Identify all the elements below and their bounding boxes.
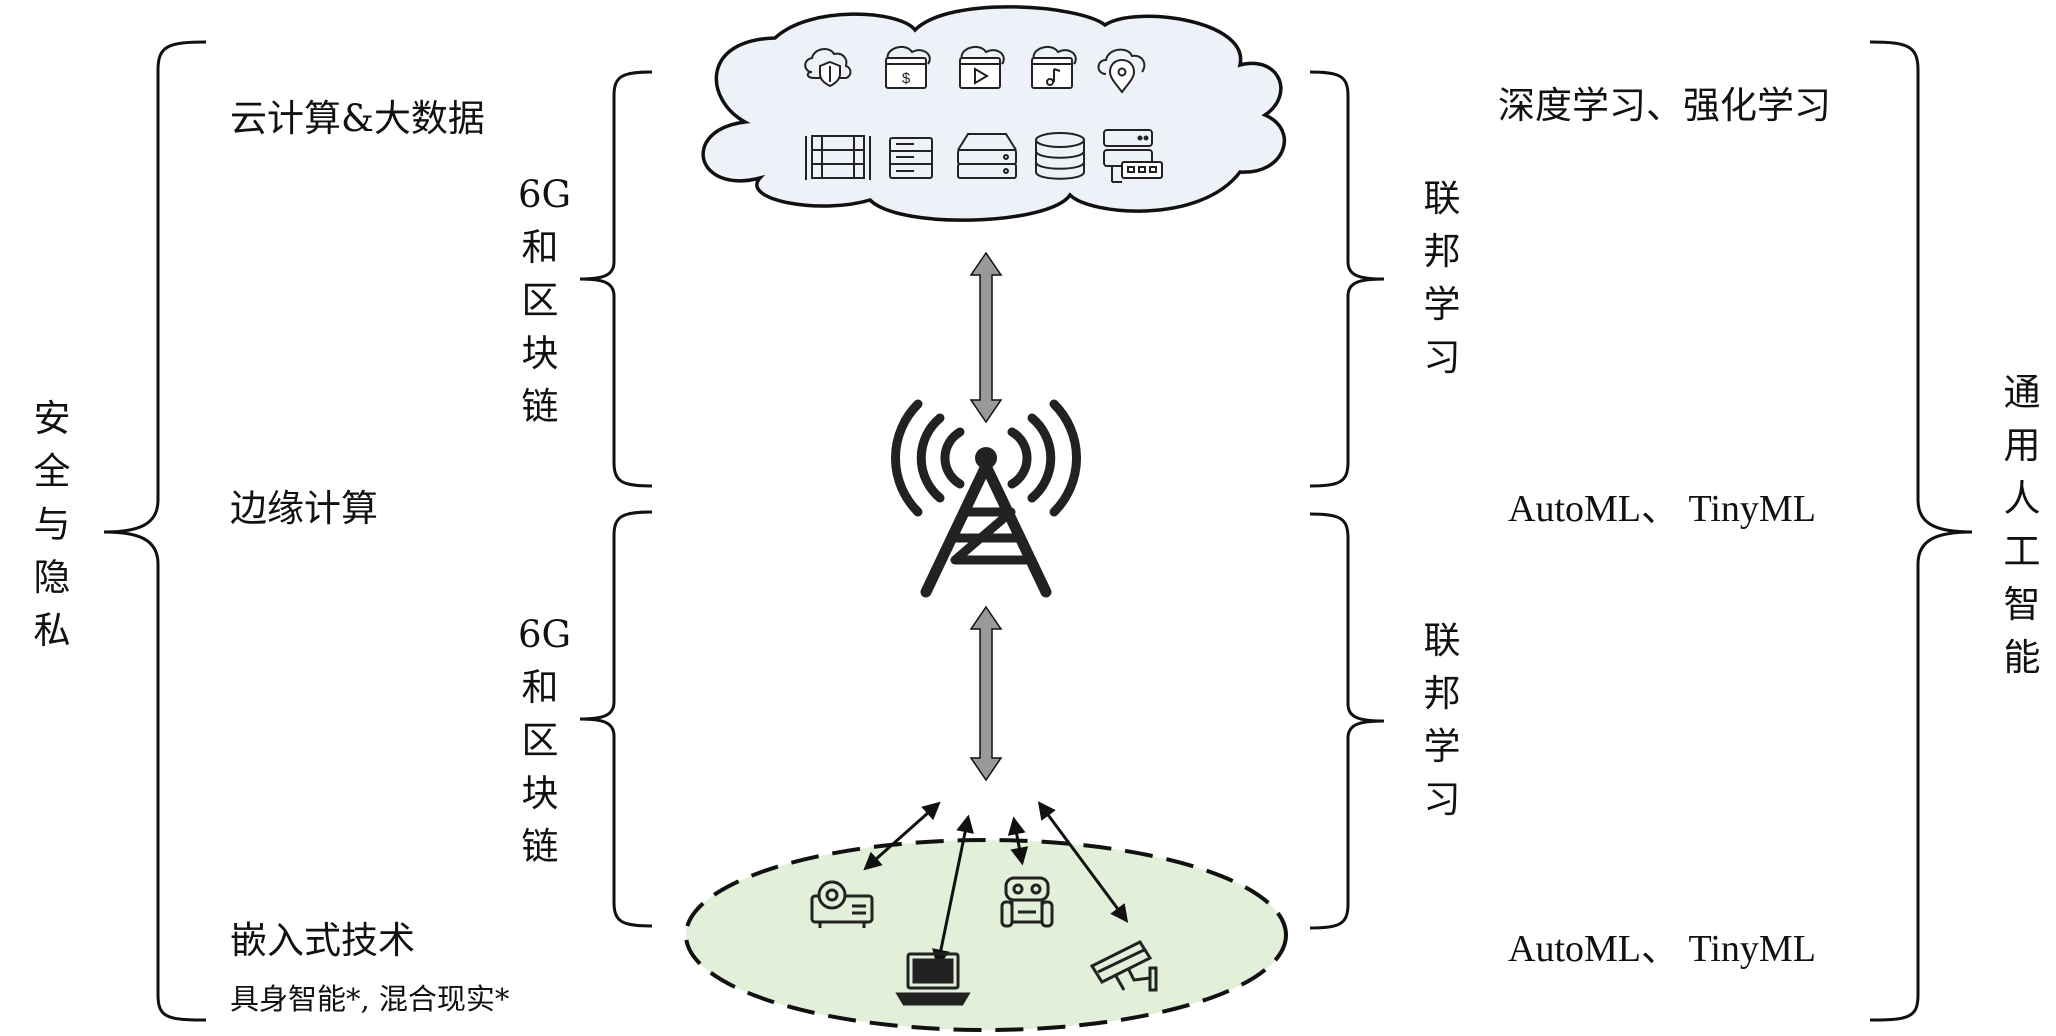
automl-tinyml-label-mid: AutoML、 TinyML [1508, 488, 1816, 530]
vertical-label-char: 块 [521, 332, 559, 375]
right-inner-brace-top [1309, 70, 1385, 488]
location-cloud-icon [1097, 48, 1146, 94]
vertical-label-char: 链 [521, 825, 559, 868]
cloud-shape [701, 5, 1286, 222]
device-arrows [863, 801, 1129, 968]
vertical-label-char: 区 [521, 719, 559, 762]
vertical-label-char: 隐 [33, 556, 71, 599]
vertical-label-char: 和 [521, 666, 559, 709]
6g-blockchain-label-bottom: 6G 和区块链 [518, 613, 572, 881]
svg-text:$: $ [902, 70, 911, 87]
left-inner-brace-bottom [579, 510, 653, 928]
cloud-bigdata-label: 云计算&大数据 [230, 97, 485, 140]
embedded-tech-label: 嵌入式技术 [230, 919, 415, 962]
database-icon [1035, 132, 1085, 180]
vertical-label-char: 用 [2003, 424, 2041, 467]
automl-tinyml-label-bottom: AutoML、 TinyML [1508, 928, 1816, 970]
vertical-label-char: 联 [1423, 177, 1461, 220]
cell-tower-icon [891, 399, 1081, 598]
agi-label: 通用人工智能 [2000, 374, 2044, 692]
vertical-label-char: 私 [33, 609, 71, 652]
federated-learning-label-top: 联邦学习 [1420, 180, 1464, 392]
security-camera-icon [1089, 940, 1158, 992]
cloud-shield-icon [804, 48, 852, 88]
vertical-label-char: 通 [2003, 371, 2041, 414]
vertical-label-char: 工 [2003, 530, 2041, 573]
vertical-label-char: 联 [1423, 619, 1461, 662]
vertical-label-char: 区 [521, 279, 559, 322]
storage-drive-icon [957, 133, 1017, 179]
vertical-label-char: 6G [518, 613, 572, 656]
tower-devices-arrow [969, 605, 1003, 782]
vertical-label-char: 安 [33, 397, 71, 440]
robot-icon [1000, 876, 1054, 928]
vertical-label-char: 习 [1423, 778, 1461, 821]
vertical-label-char: 邦 [1423, 230, 1461, 273]
music-window-icon [1031, 45, 1077, 89]
server-rack-icon [805, 135, 871, 180]
vertical-label-char: 学 [1423, 283, 1461, 326]
right-inner-brace-bottom [1309, 512, 1385, 930]
vertical-label-char: 6G [518, 173, 572, 216]
embodied-mixed-reality-label: 具身智能*, 混合现实* [230, 982, 510, 1016]
laptop-icon [895, 952, 971, 1006]
cloud-tower-arrow [969, 251, 1003, 424]
deep-rl-label: 深度学习、强化学习 [1498, 84, 1831, 127]
edge-computing-label: 边缘计算 [230, 487, 378, 530]
vertical-label-char: 链 [521, 385, 559, 428]
vertical-label-char: 智 [2003, 583, 2041, 626]
security-privacy-label: 安全与隐私 [30, 400, 74, 665]
federated-learning-label-bottom: 联邦学习 [1420, 622, 1464, 834]
left-inner-brace-top [579, 70, 653, 488]
device-zone [684, 838, 1288, 1032]
vertical-label-char: 学 [1423, 725, 1461, 768]
right-outer-brace [1869, 40, 1973, 1022]
play-window-icon [959, 45, 1005, 89]
vertical-label-char: 全 [33, 450, 71, 493]
dollar-window-icon: $ [885, 45, 931, 89]
vertical-label-char: 块 [521, 772, 559, 815]
vertical-label-char: 人 [2003, 477, 2041, 520]
vertical-label-char: 与 [33, 503, 71, 546]
left-outer-brace [103, 40, 207, 1022]
vertical-label-char: 习 [1423, 336, 1461, 379]
server-network-icon [1103, 129, 1163, 183]
6g-blockchain-label-top: 6G 和区块链 [518, 173, 572, 441]
vertical-label-char: 能 [2003, 636, 2041, 679]
projector-icon [810, 880, 874, 928]
server-icon [889, 137, 933, 179]
vertical-label-char: 邦 [1423, 672, 1461, 715]
vertical-label-char: 和 [521, 226, 559, 269]
